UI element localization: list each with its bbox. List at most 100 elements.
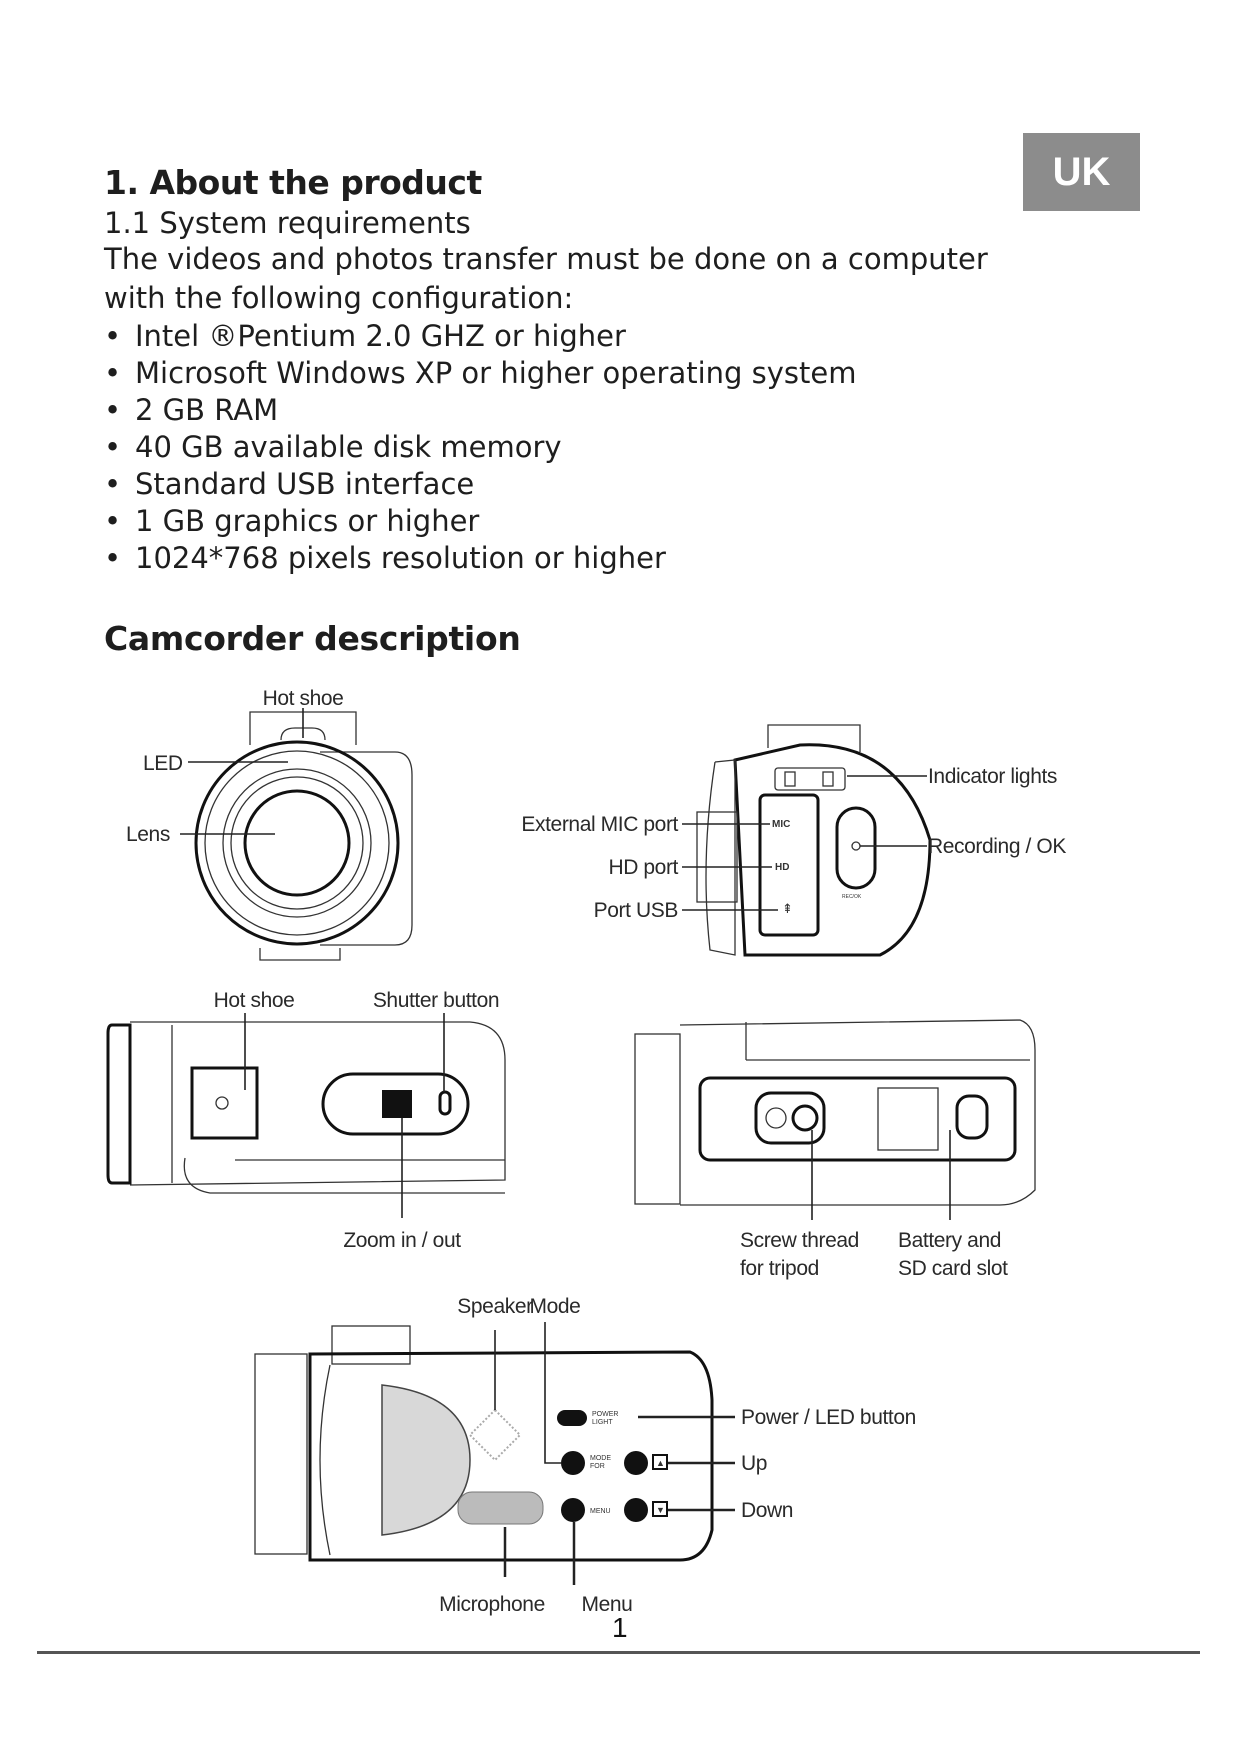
up-arrow-glyph: ▲	[656, 1458, 665, 1468]
up-arrow-icon	[652, 1454, 668, 1470]
callout-line	[544, 1322, 561, 1464]
bullet-icon: •	[104, 504, 122, 538]
label-lens: Lens	[126, 823, 170, 846]
list-item: • Standard USB interface	[104, 466, 857, 503]
speaker-dome	[381, 1384, 471, 1536]
battery-door	[877, 1087, 939, 1151]
zoom-lever	[382, 1090, 412, 1118]
list-item: • 40 GB available disk memory	[104, 429, 857, 466]
bullet-icon: •	[104, 319, 122, 353]
tripod-mount	[754, 1091, 826, 1145]
bullet-icon: •	[104, 541, 122, 575]
power-mark: POWER	[592, 1411, 618, 1418]
front-lens-ring-2	[230, 776, 364, 910]
label-port-usb: Port USB	[594, 899, 678, 922]
list-item-text: 40 GB available disk memory	[135, 430, 562, 464]
bottom-body	[679, 1019, 1036, 1206]
label-power-led: Power / LED button	[741, 1406, 916, 1429]
mode-mark: MODE	[590, 1455, 611, 1462]
list-item-text: Microsoft Windows XP or higher operating…	[135, 356, 857, 390]
label-microphone: Microphone	[439, 1593, 545, 1616]
light-mark: LIGHT	[592, 1419, 613, 1426]
usb-icon: ⇞	[782, 901, 793, 916]
list-item: • Intel ®Pentium 2.0 GHZ or higher	[104, 318, 857, 355]
list-item-text: 1024*768 pixels resolution or higher	[135, 541, 666, 575]
front-base	[259, 948, 341, 961]
top-lens-front	[106, 1023, 132, 1185]
label-indicator-lights: Indicator lights	[928, 765, 1057, 788]
intro-line: with the following configuration:	[104, 281, 574, 315]
down-arrow-glyph: ▼	[656, 1505, 665, 1515]
up-button	[624, 1451, 648, 1475]
bullet-icon: •	[104, 467, 122, 501]
for-mark: FOR	[590, 1463, 605, 1470]
bullet-icon: •	[104, 356, 122, 390]
list-item-text: Standard USB interface	[135, 467, 475, 501]
side-lcd-hinge	[696, 811, 738, 903]
side-body	[733, 743, 932, 957]
bullet-icon: •	[104, 430, 122, 464]
menu-mark: MENU	[590, 1508, 611, 1515]
bottom-plate	[698, 1076, 1017, 1162]
tripod-screw-thread	[791, 1104, 819, 1132]
section-title: 1. About the product	[104, 163, 482, 202]
label-battery-2: SD card slot	[898, 1257, 1008, 1280]
label-shutter-button: Shutter button	[373, 989, 499, 1012]
mode-button	[561, 1451, 585, 1475]
front-body-side	[320, 751, 413, 946]
label-speaker: Speaker	[457, 1295, 533, 1318]
side-lcd-edge	[705, 759, 736, 956]
front-outer-ring	[194, 740, 400, 946]
camcorder-diagram: Hot shoe LED Lens MIC HD ⇞ REC/OK Indica…	[106, 687, 1067, 1616]
label-hd-port: HD port	[608, 856, 678, 879]
label-external-mic-port: External MIC port	[521, 813, 678, 836]
language-badge: UK	[1023, 133, 1140, 211]
back-top-shoe	[331, 1325, 411, 1365]
list-item: • Microsoft Windows XP or higher operatin…	[104, 355, 857, 392]
port-panel	[758, 793, 820, 937]
label-up: Up	[741, 1452, 767, 1475]
side-top-shoe	[767, 724, 861, 752]
label-led: LED	[143, 752, 183, 775]
panel-hd-mark: HD	[775, 862, 789, 873]
list-item-text: 2 GB RAM	[135, 393, 279, 427]
page-number: 1	[612, 1612, 628, 1643]
side-view: MIC HD ⇞ REC/OK Indicator lights Recordi…	[521, 724, 1067, 957]
down-button	[624, 1498, 648, 1522]
footer-divider	[37, 1651, 1200, 1654]
list-item: •2 GB RAM	[104, 392, 857, 429]
label-zoom: Zoom in / out	[343, 1229, 461, 1252]
label-screw-thread: Screw thread	[740, 1229, 859, 1252]
speaker-grille	[468, 1408, 522, 1462]
menu-button	[561, 1498, 585, 1522]
top-control-pod	[321, 1072, 470, 1136]
intro-line: The videos and photos transfer must be d…	[104, 242, 988, 276]
back-body	[308, 1350, 714, 1562]
back-view: POWER LIGHT MODE FOR ▲ MENU ▼ Speaker Mo…	[254, 1295, 916, 1616]
list-item: • 1024*768 pixels resolution or higher	[104, 540, 857, 577]
top-hot-shoe	[190, 1066, 259, 1140]
bottom-lens	[634, 1033, 681, 1205]
bottom-view: Screw thread for tripod Battery and SD c…	[634, 1019, 1036, 1280]
indicator-light	[784, 771, 796, 787]
record-button-mark: REC/OK	[842, 894, 862, 900]
list-item-text: Intel ®Pentium 2.0 GHZ or higher	[135, 319, 626, 353]
label-recording-ok: Recording / OK	[928, 835, 1066, 858]
front-led-ring	[204, 750, 390, 936]
top-hot-shoe-hole	[215, 1096, 229, 1110]
camcorder-title: Camcorder description	[104, 619, 521, 658]
label-battery: Battery and	[898, 1229, 1001, 1252]
top-view: Hot shoe Shutter button Zoom in / out	[106, 989, 506, 1252]
subsection-title: 1.1 System requirements	[104, 206, 471, 240]
tripod-pin	[765, 1107, 787, 1129]
front-lens-ring	[222, 768, 372, 918]
label-top-hot-shoe: Hot shoe	[214, 989, 295, 1012]
label-hot-shoe: Hot shoe	[263, 687, 344, 710]
list-item: •1 GB graphics or higher	[104, 503, 857, 540]
label-menu: Menu	[582, 1593, 633, 1616]
microphone-grille	[457, 1491, 544, 1525]
indicator-box	[774, 767, 846, 791]
front-lens	[243, 789, 351, 897]
shutter-button	[438, 1090, 452, 1116]
label-down: Down	[741, 1499, 793, 1522]
